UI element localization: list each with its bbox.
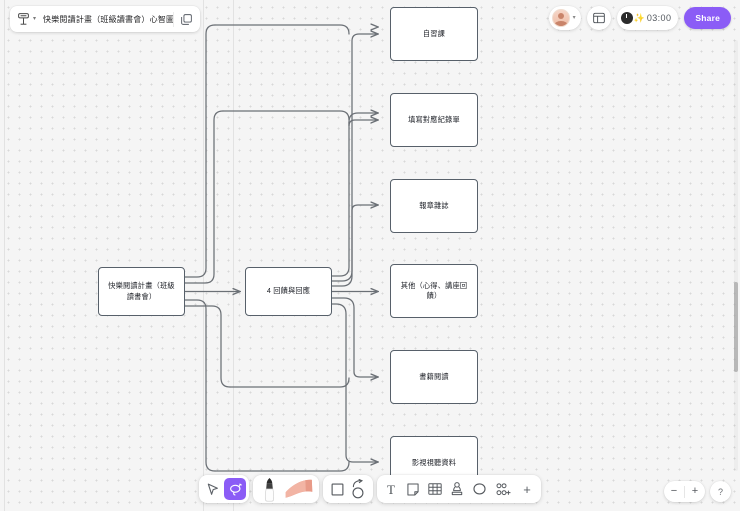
page-guide-line <box>4 0 5 511</box>
eraser-tool[interactable] <box>282 478 316 500</box>
title-dropdown-caret[interactable]: ▾ <box>33 16 37 22</box>
panel-layout-button[interactable] <box>586 6 611 30</box>
tool-group-objects: T <box>377 475 541 503</box>
avatar-dropdown-caret[interactable]: ▾ <box>572 15 576 21</box>
node-label: 快樂閱讀計畫（班級讀書會） <box>108 281 175 301</box>
node-leaf-other[interactable]: 其他（心得、講座回饋） <box>390 264 478 318</box>
sticky-note-tool[interactable] <box>402 478 424 500</box>
sparkle-icon: ✨ <box>633 12 645 23</box>
emoji-sticker-tool[interactable] <box>490 478 516 500</box>
plus-icon: + <box>523 481 531 497</box>
divider <box>173 11 175 27</box>
connector-tool[interactable] <box>348 478 370 500</box>
node-root[interactable]: 快樂閱讀計畫（班級讀書會） <box>98 267 185 316</box>
node-leaf-newspaper[interactable]: 報章雜誌 <box>390 179 478 233</box>
node-label: 自習課 <box>422 28 446 38</box>
node-leaf-record-sheet[interactable]: 填寫對應紀錄單 <box>390 93 478 147</box>
lasso-icon <box>229 482 242 496</box>
stamp-tool[interactable] <box>446 478 468 500</box>
text-T-icon: T <box>387 481 395 497</box>
square-icon <box>331 483 343 495</box>
node-leaf-book-reading[interactable]: 書籍閱讀 <box>390 350 478 404</box>
text-tool[interactable]: T <box>380 478 402 500</box>
select-cursor-tool[interactable] <box>202 478 224 500</box>
timer-value: 03:00 <box>646 13 672 23</box>
timer-icon <box>620 12 633 24</box>
share-button[interactable]: Share <box>684 7 731 29</box>
node-label: 4 回饋與回應 <box>266 286 311 296</box>
help-button[interactable]: ? <box>710 481 731 502</box>
tool-group-shapes <box>323 475 373 503</box>
tool-toolbar: T <box>199 475 541 503</box>
ellipse-tool[interactable] <box>468 478 490 500</box>
topright-controls: ▾ ✨ 03:00 Share <box>548 6 731 30</box>
zoom-out-button[interactable]: − <box>670 485 678 497</box>
timer-pill[interactable]: ✨ 03:00 <box>616 6 679 30</box>
zoom-controls: − + ? <box>664 481 731 502</box>
vertical-scrollbar-track[interactable] <box>734 40 738 471</box>
more-tools[interactable]: + <box>516 478 538 500</box>
pen-tool[interactable] <box>256 477 282 502</box>
divider <box>684 485 685 498</box>
cursor-arrow-icon <box>207 483 218 495</box>
page-guide-line <box>203 0 204 511</box>
node-label: 書籍閱讀 <box>419 371 449 381</box>
sticky-note-icon <box>407 482 419 496</box>
node-leaf-self-study[interactable]: 自習課 <box>390 7 478 61</box>
node-label: 報章雜誌 <box>419 200 449 210</box>
node-label: 填寫對應紀錄單 <box>408 114 460 124</box>
node-label: 影視視聽資料 <box>411 457 457 467</box>
node-branch-4[interactable]: 4 回饋與回應 <box>245 267 332 316</box>
eraser-icon <box>285 479 313 498</box>
node-label: 其他（心得、講座回饋） <box>400 280 468 300</box>
lasso-select-tool[interactable] <box>224 478 246 500</box>
shape-tool[interactable] <box>326 478 348 500</box>
tool-group-selection <box>199 475 249 503</box>
vertical-scrollbar-thumb[interactable] <box>734 282 738 372</box>
user-presence-pill[interactable]: ▾ <box>548 6 581 30</box>
zoom-pill: − + <box>664 481 705 502</box>
document-title[interactable]: 快樂閱讀計畫（班級讀書會）心智圖 <box>43 14 174 24</box>
table-tool[interactable] <box>424 478 446 500</box>
page-guide-line <box>233 0 234 511</box>
panel-layout-icon <box>592 12 605 24</box>
stamp-icon <box>451 482 463 496</box>
tool-group-drawing <box>253 475 319 503</box>
table-grid-icon <box>428 483 442 495</box>
duplicate-icon[interactable] <box>176 9 196 29</box>
whiteboard-app-icon[interactable] <box>15 11 32 28</box>
document-titlebar: ▾ 快樂閱讀計畫（班級讀書會）心智圖 <box>10 6 201 32</box>
user-avatar[interactable] <box>551 9 570 27</box>
sticker-plus-icon <box>496 482 510 495</box>
arrow-circle-icon <box>352 479 364 499</box>
zoom-in-button[interactable]: + <box>691 485 699 497</box>
pen-icon <box>264 477 274 502</box>
blob-shape-icon <box>472 483 486 495</box>
